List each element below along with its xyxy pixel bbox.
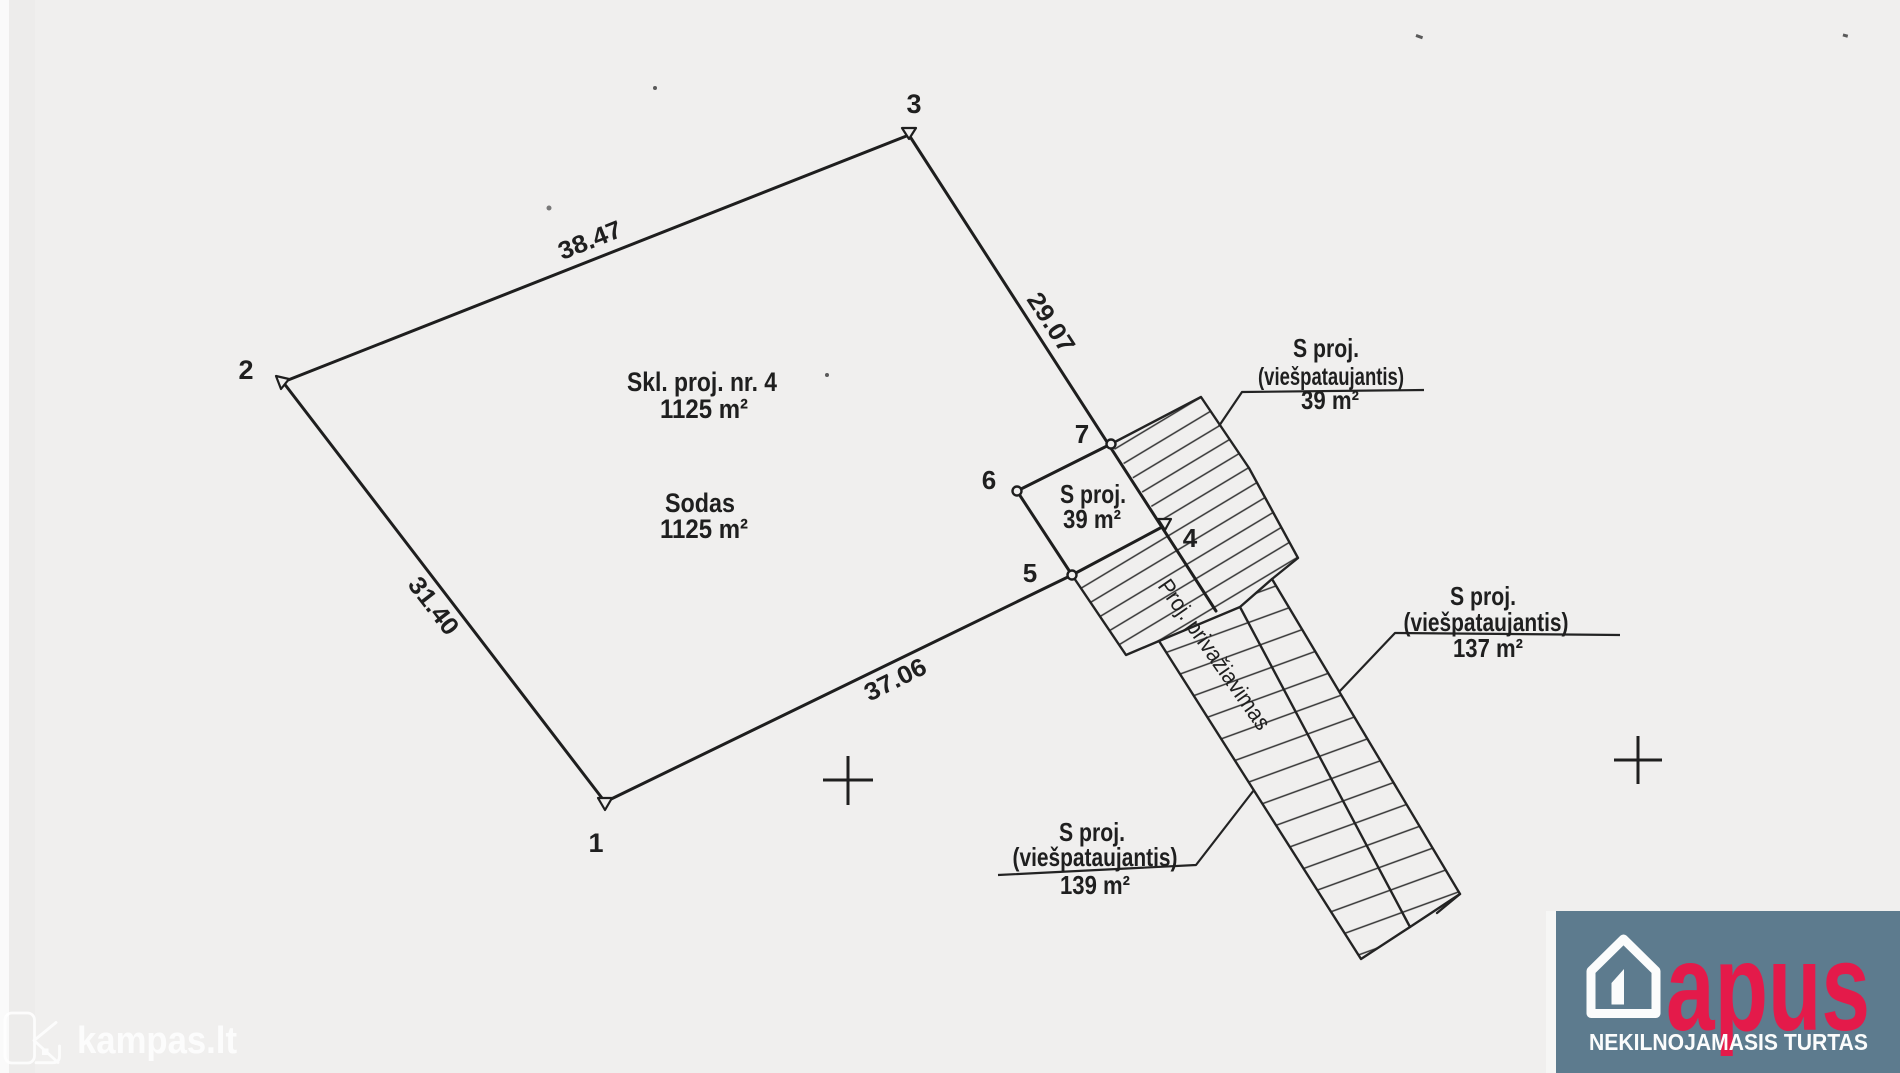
svg-text:2: 2	[238, 355, 253, 385]
svg-text:S proj.: S proj.	[1450, 581, 1516, 611]
svg-text:139 m²: 139 m²	[1060, 870, 1130, 900]
svg-text:(viešpataujantis): (viešpataujantis)	[1013, 842, 1178, 872]
svg-text:1125 m²: 1125 m²	[660, 394, 748, 424]
svg-text:S proj.: S proj.	[1059, 817, 1125, 847]
svg-text:1: 1	[588, 828, 603, 858]
svg-text:kampas.lt: kampas.lt	[77, 1020, 237, 1062]
svg-text:(viešpataujantis): (viešpataujantis)	[1404, 607, 1569, 637]
svg-text:39 m²: 39 m²	[1301, 385, 1359, 415]
svg-text:(viešpataujantis): (viešpataujantis)	[1258, 363, 1404, 391]
svg-text:apus: apus	[1666, 919, 1870, 1057]
svg-text:3: 3	[906, 89, 921, 119]
svg-text:7: 7	[1075, 419, 1089, 449]
svg-text:Sodas: Sodas	[665, 488, 735, 518]
svg-text:1125 m²: 1125 m²	[660, 514, 748, 544]
svg-text:137 m²: 137 m²	[1453, 633, 1523, 663]
svg-text:4: 4	[1183, 523, 1198, 553]
svg-text:NEKILNOJAMASIS TURTAS: NEKILNOJAMASIS TURTAS	[1589, 1029, 1868, 1055]
svg-text:5: 5	[1023, 558, 1037, 588]
svg-text:S proj.: S proj.	[1293, 333, 1359, 363]
svg-text:39 m²: 39 m²	[1063, 504, 1121, 534]
svg-text:Skl. proj. nr. 4: Skl. proj. nr. 4	[627, 367, 777, 397]
svg-text:S proj.: S proj.	[1060, 479, 1126, 509]
svg-text:6: 6	[982, 465, 996, 495]
